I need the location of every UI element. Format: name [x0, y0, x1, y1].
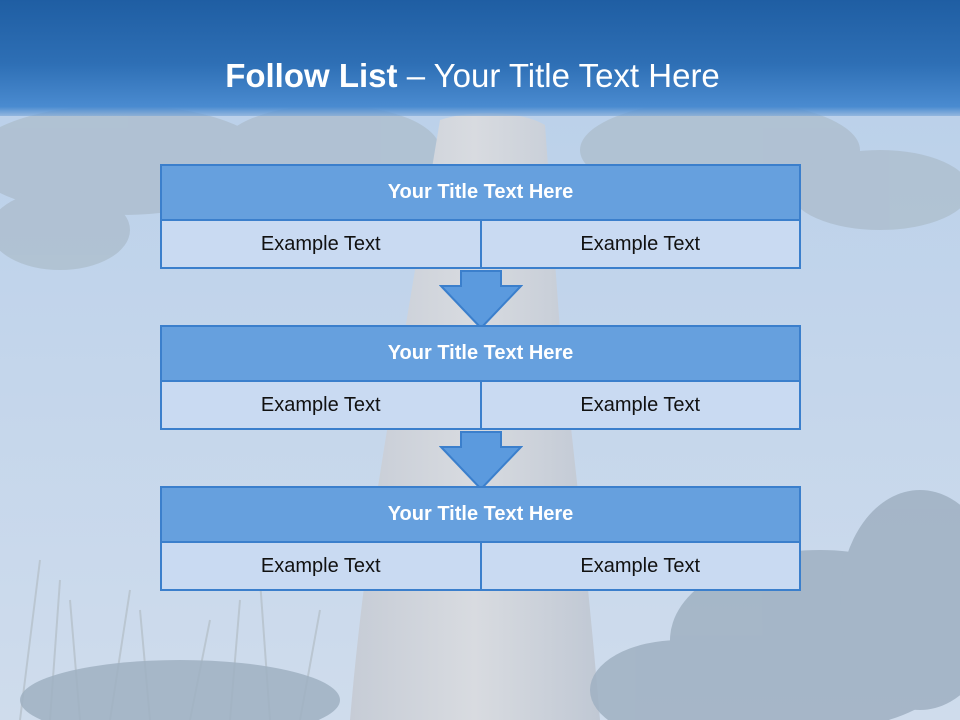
down-arrow-icon — [439, 431, 523, 491]
slide-title-bold: Follow List — [225, 57, 398, 94]
slide-title: Follow List – Your Title Text Here — [0, 54, 945, 98]
follow-block-1: Your Title Text Here Example Text Exampl… — [160, 164, 801, 269]
down-arrow-icon — [439, 270, 523, 330]
block-cell-left[interactable]: Example Text — [160, 380, 482, 430]
block-title[interactable]: Your Title Text Here — [160, 164, 801, 221]
follow-block-3: Your Title Text Here Example Text Exampl… — [160, 486, 801, 591]
block-cell-right[interactable]: Example Text — [479, 541, 801, 591]
block-title[interactable]: Your Title Text Here — [160, 486, 801, 543]
title-bar — [0, 0, 960, 116]
block-cell-right[interactable]: Example Text — [479, 219, 801, 269]
slide-title-rest: – Your Title Text Here — [406, 57, 720, 94]
block-cell-left[interactable]: Example Text — [160, 541, 482, 591]
block-row: Example Text Example Text — [160, 380, 801, 430]
block-row: Example Text Example Text — [160, 219, 801, 269]
block-cell-left[interactable]: Example Text — [160, 219, 482, 269]
follow-block-2: Your Title Text Here Example Text Exampl… — [160, 325, 801, 430]
block-cell-right[interactable]: Example Text — [479, 380, 801, 430]
block-title[interactable]: Your Title Text Here — [160, 325, 801, 382]
block-row: Example Text Example Text — [160, 541, 801, 591]
